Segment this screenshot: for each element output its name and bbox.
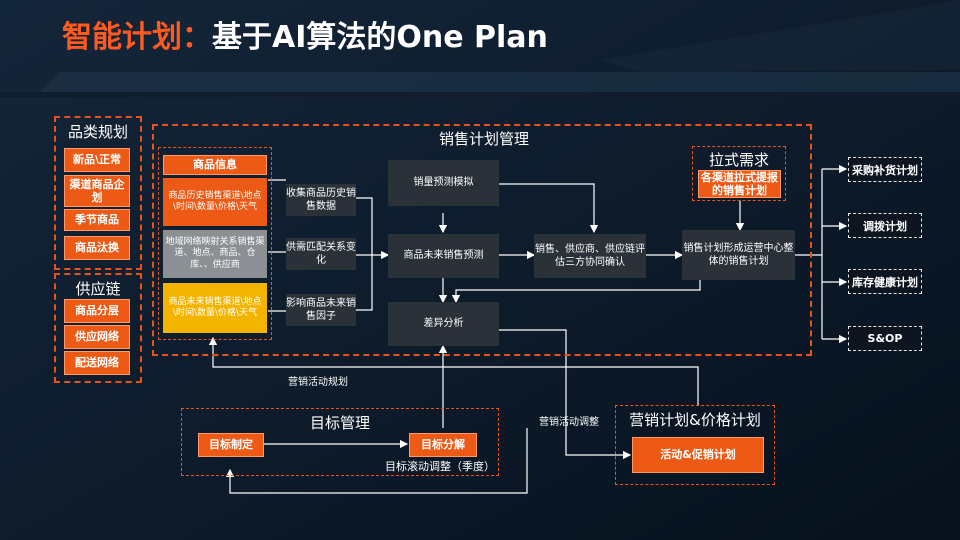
label-future-factors: 影响商品未来销售因子 bbox=[286, 294, 356, 326]
target-mgmt-panel bbox=[181, 408, 499, 476]
title-highlight: 智能计划： bbox=[62, 20, 212, 55]
supply-item-delivery[interactable]: 配送网络 bbox=[64, 351, 130, 375]
label-activity-plan: 营销活动规划 bbox=[288, 377, 348, 388]
info-network: 地域网络映射关系销售渠道、地点、商品、仓库、、供应商 bbox=[163, 230, 267, 278]
sales-heading: 销售计划管理 bbox=[438, 130, 529, 148]
category-item-season[interactable]: 季节商品 bbox=[64, 209, 130, 231]
marketing-heading: 营销计划&价格计划 bbox=[629, 411, 761, 429]
output-sop[interactable]: S&OP bbox=[848, 326, 922, 351]
category-planning-panel bbox=[54, 116, 142, 270]
box-sales-forecast[interactable]: 商品未来销售预测 bbox=[388, 234, 499, 278]
marketing-panel bbox=[615, 405, 775, 485]
box-variance-analysis[interactable]: 差异分析 bbox=[388, 302, 499, 346]
label-activity-adjust: 营销活动调整 bbox=[539, 417, 599, 428]
product-info-header: 商品信息 bbox=[163, 155, 267, 175]
output-inventory-plan[interactable]: 库存健康计划 bbox=[848, 269, 922, 294]
pull-demand-button[interactable]: 各渠道拉式提报的销售计划 bbox=[698, 170, 781, 198]
info-history: 商品历史销售渠道\地点\时间\数量\价格\天气 bbox=[163, 178, 267, 226]
box-tripartite-confirm[interactable]: 销售、供应商、供应链评估三方协同确认 bbox=[534, 234, 646, 278]
marketing-promo-button[interactable]: 活动&促销计划 bbox=[632, 437, 764, 473]
label-collect-history: 收集商品历史销售数据 bbox=[286, 184, 356, 216]
category-item-channel[interactable]: 渠道商品企划 bbox=[64, 175, 130, 207]
category-item-replace[interactable]: 商品汰换 bbox=[64, 236, 130, 260]
pull-demand-panel bbox=[692, 146, 786, 201]
supply-heading: 供应链 bbox=[75, 280, 121, 298]
title-rest: 基于AI算法的One Plan bbox=[212, 20, 548, 55]
output-transfer-plan[interactable]: 调拨计划 bbox=[848, 213, 922, 238]
category-heading: 品类规划 bbox=[67, 123, 128, 141]
product-info-panel bbox=[158, 147, 272, 340]
target-rolling-label: 目标滚动调整（季度） bbox=[385, 460, 495, 473]
category-item-new[interactable]: 新品\正常 bbox=[64, 148, 130, 172]
page-title: 智能计划：基于AI算法的One Plan bbox=[62, 12, 548, 56]
sales-plan-panel bbox=[152, 124, 812, 356]
target-set-button[interactable]: 目标制定 bbox=[198, 433, 264, 457]
supply-item-network[interactable]: 供应网络 bbox=[64, 325, 130, 349]
label-supply-demand: 供需匹配关系变化 bbox=[286, 238, 356, 270]
supply-chain-panel bbox=[54, 273, 142, 383]
pull-heading: 拉式需求 bbox=[708, 151, 769, 169]
box-overall-plan[interactable]: 销售计划形成运营中心整体的销售计划 bbox=[682, 230, 795, 280]
target-split-button[interactable]: 目标分解 bbox=[409, 433, 477, 457]
target-heading: 目标管理 bbox=[309, 414, 370, 432]
output-purchase-plan[interactable]: 采购补货计划 bbox=[848, 157, 922, 182]
info-future: 商品未来销售渠道\地点\时间\数量\价格\天气 bbox=[163, 283, 267, 333]
box-sales-simulation[interactable]: 销量预测模拟 bbox=[388, 160, 499, 206]
supply-item-tier[interactable]: 商品分层 bbox=[64, 299, 130, 323]
